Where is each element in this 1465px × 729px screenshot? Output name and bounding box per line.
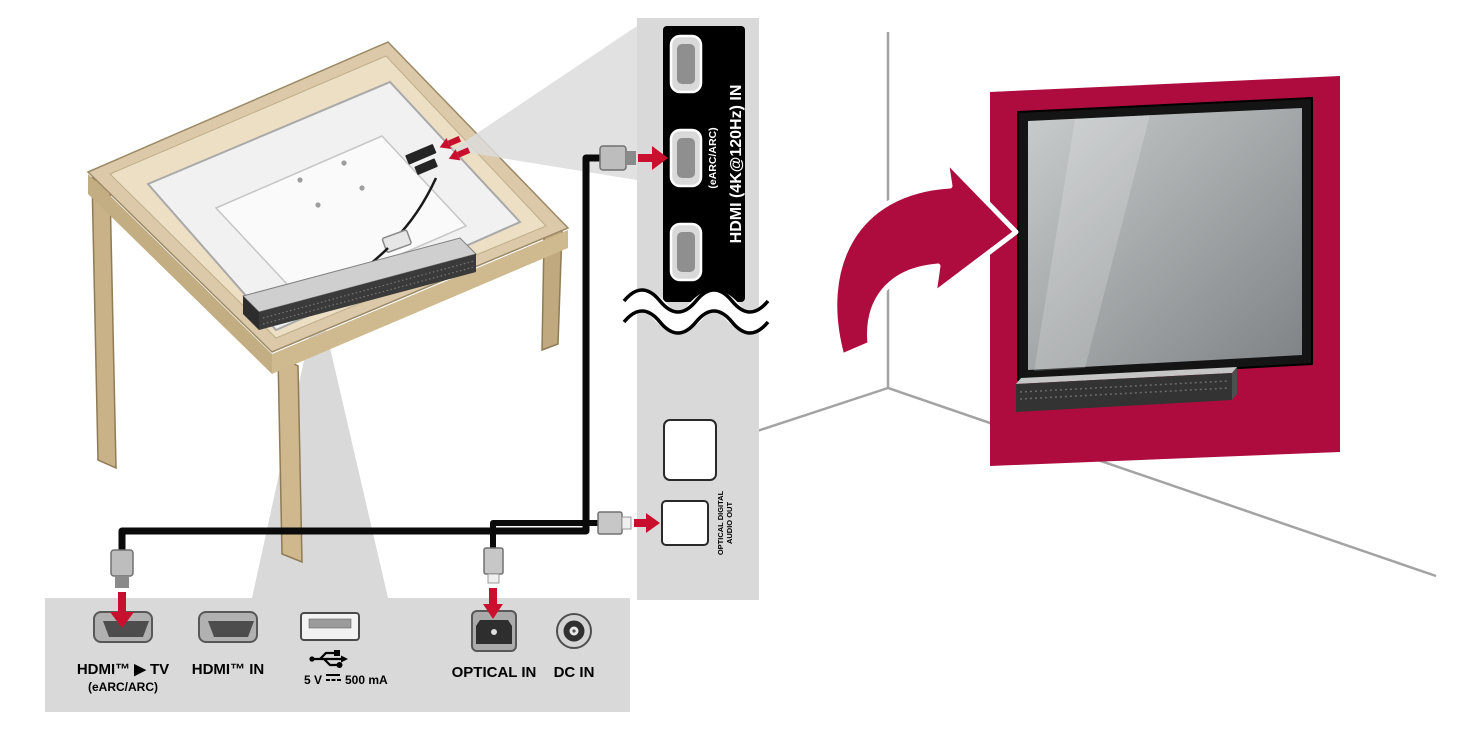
hdmi-tv-port-label: HDMI™ ▶ TV bbox=[77, 661, 169, 678]
usb-icon bbox=[309, 650, 348, 668]
earc-port-label: (eARC/ARC) bbox=[707, 127, 719, 188]
screw-hole bbox=[341, 160, 347, 166]
hdmi-cable-plug bbox=[110, 549, 134, 588]
screen-reflection bbox=[1034, 115, 1150, 371]
soundbar-port-panel: HDMI™ ▶ TV (eARC/ARC) HDMI™ IN 5 V 500 m… bbox=[45, 598, 630, 712]
dc-symbol-icon bbox=[326, 674, 341, 681]
callout-wedge-to-rear-panel bbox=[452, 26, 637, 180]
speaker-grille-dots bbox=[262, 260, 475, 319]
table-with-tv bbox=[86, 41, 570, 564]
dc-in-jack bbox=[556, 613, 592, 649]
optical-out-label-line2: AUDIO OUT bbox=[725, 502, 734, 545]
insert-arrow-icon bbox=[638, 146, 668, 170]
optical-out-label-line1: OPTICAL DIGITAL bbox=[716, 490, 725, 555]
tv-back-port bbox=[405, 144, 437, 165]
cable-holder-clip bbox=[381, 229, 412, 253]
hdmi-port-2-earc bbox=[669, 128, 703, 188]
table-edge bbox=[272, 230, 568, 374]
floor-line-right bbox=[887, 386, 1437, 578]
dc-in-label: DC IN bbox=[554, 664, 595, 681]
usb-port bbox=[300, 612, 360, 641]
speaker-grille-dots bbox=[262, 266, 475, 325]
service-port bbox=[663, 419, 717, 481]
usb-current-label: 500 mA bbox=[345, 673, 388, 687]
tv-back-ports bbox=[405, 136, 471, 175]
insert-arrow-icon bbox=[439, 136, 471, 161]
optical-cable-plug bbox=[483, 547, 504, 584]
panel-break-squiggle bbox=[616, 288, 776, 335]
hdmi-port-1 bbox=[669, 34, 703, 94]
optical-cable bbox=[483, 511, 660, 619]
insert-arrow-icon bbox=[110, 592, 134, 628]
wall-scene bbox=[741, 32, 1437, 578]
floor-line-left bbox=[741, 386, 889, 438]
hdmi-tv-port-sublabel: (eARC/ARC) bbox=[88, 680, 158, 694]
hdmi-strip-label: HDMI (4K@120Hz) IN bbox=[728, 85, 745, 244]
hdmi-cable-plug bbox=[599, 145, 636, 171]
insert-arrow-icon bbox=[634, 513, 660, 533]
tv-back-panel bbox=[146, 80, 522, 332]
screw-hole bbox=[297, 177, 303, 183]
screw-hole bbox=[315, 202, 321, 208]
wall-tv bbox=[1017, 96, 1313, 382]
table-edge bbox=[88, 174, 272, 374]
optical-out-port bbox=[661, 500, 709, 546]
optical-in-label: OPTICAL IN bbox=[452, 664, 537, 681]
wall-tv-screen bbox=[1028, 108, 1302, 370]
optical-cable-plug bbox=[597, 511, 632, 535]
insert-arrow-icon bbox=[483, 588, 503, 619]
hdmi-cable bbox=[110, 145, 668, 628]
wall-soundbar bbox=[1016, 367, 1237, 412]
usb-voltage-label: 5 V bbox=[304, 673, 322, 687]
tv-back-port bbox=[414, 158, 438, 175]
tv-rear-panel: (eARC/ARC) HDMI (4K@120Hz) IN OPTICAL DI… bbox=[616, 18, 776, 600]
hdmi-in-port-label: HDMI™ IN bbox=[192, 661, 265, 678]
hdmi-in-port bbox=[198, 611, 258, 643]
optical-in-port bbox=[471, 610, 517, 652]
tv-back-inner-panel bbox=[214, 135, 468, 299]
hdmi-port-3 bbox=[669, 222, 703, 282]
soundbar-on-table bbox=[242, 237, 477, 330]
screw-hole bbox=[359, 185, 365, 191]
placement-arrow-icon bbox=[832, 157, 1019, 359]
